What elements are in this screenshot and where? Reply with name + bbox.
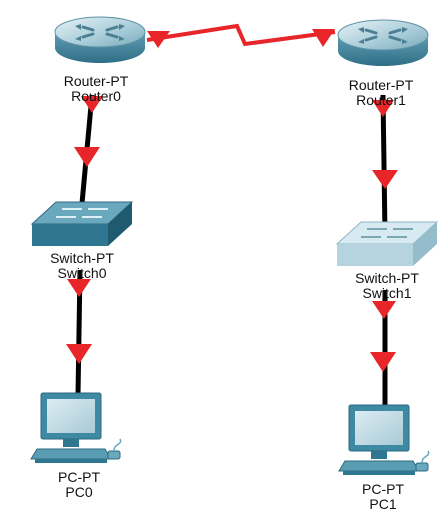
pc1-device[interactable] bbox=[338, 404, 430, 475]
router-icon bbox=[337, 19, 429, 66]
switch-icon bbox=[30, 201, 134, 246]
switch1-device[interactable] bbox=[335, 221, 439, 266]
switch-icon bbox=[335, 221, 439, 266]
router0-type-label: Router-PT bbox=[63, 73, 129, 89]
switch0-type-label: Switch-PT bbox=[50, 250, 114, 266]
pc-icon bbox=[338, 404, 430, 475]
switch1-label: Switch-PT Switch1 bbox=[345, 271, 429, 301]
link-router0-router1[interactable] bbox=[146, 23, 336, 47]
switch0-device[interactable] bbox=[30, 201, 134, 246]
router0-label: Router-PT Router0 bbox=[55, 74, 137, 104]
pc0-device[interactable] bbox=[30, 392, 122, 463]
pc1-name-label: PC1 bbox=[369, 496, 397, 512]
router0-name-label: Router0 bbox=[71, 88, 121, 104]
pc0-label: PC-PT PC0 bbox=[42, 470, 116, 500]
link-status-icon bbox=[372, 301, 396, 319]
link-status-icon bbox=[370, 352, 396, 372]
link-status-icon bbox=[372, 100, 394, 117]
router-icon bbox=[54, 16, 146, 63]
link-status-markers bbox=[66, 29, 398, 372]
link-status-icon bbox=[372, 170, 398, 189]
link-status-icon bbox=[147, 31, 170, 48]
link-router1-switch1[interactable] bbox=[380, 94, 388, 236]
link-status-icon bbox=[81, 96, 103, 113]
pc0-type-label: PC-PT bbox=[58, 469, 100, 485]
link-status-icon bbox=[67, 279, 91, 297]
switch0-name-label: Switch0 bbox=[57, 265, 107, 281]
switch1-type-label: Switch-PT bbox=[355, 270, 419, 286]
pc-icon bbox=[30, 392, 122, 463]
link-status-icon bbox=[312, 29, 335, 47]
router0-device[interactable] bbox=[54, 16, 146, 63]
link-status-icon bbox=[74, 147, 100, 167]
pc1-label: PC-PT PC1 bbox=[346, 482, 420, 512]
switch1-name-label: Switch1 bbox=[362, 285, 412, 301]
pc0-name-label: PC0 bbox=[65, 484, 93, 500]
pc1-type-label: PC-PT bbox=[362, 481, 404, 497]
link-status-icon bbox=[66, 344, 92, 364]
router1-device[interactable] bbox=[337, 19, 429, 66]
router1-type-label: Router-PT bbox=[348, 77, 414, 93]
switch0-label: Switch-PT Switch0 bbox=[40, 251, 124, 281]
router1-name-label: Router1 bbox=[356, 92, 406, 108]
router1-label: Router-PT Router1 bbox=[339, 78, 423, 108]
